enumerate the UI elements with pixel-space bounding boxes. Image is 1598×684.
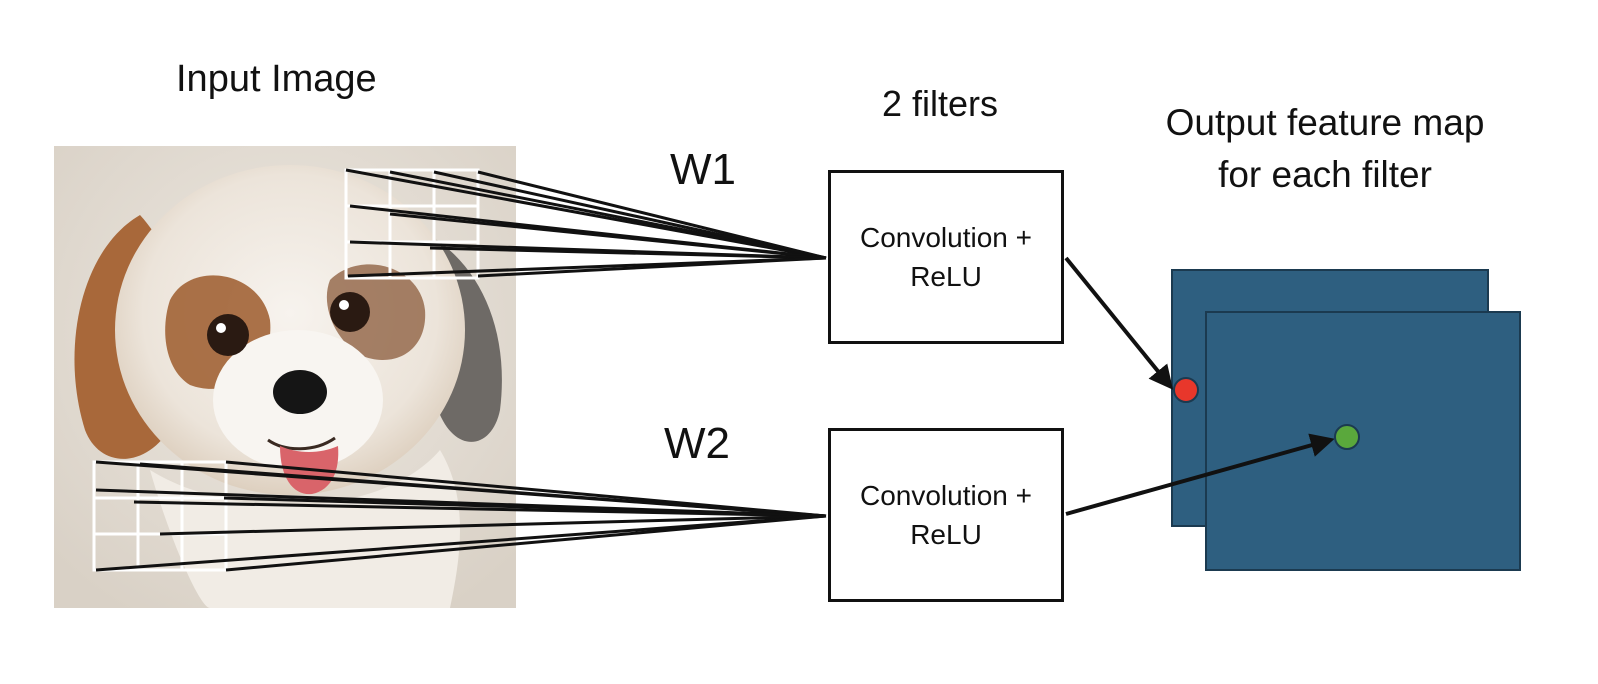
input-image-label: Input Image bbox=[176, 58, 377, 100]
filters-label: 2 filters bbox=[882, 83, 999, 124]
dog-eye-right-highlight bbox=[339, 300, 349, 310]
conv-box-2-line1: Convolution + bbox=[859, 479, 1032, 511]
conv-relu-box-1: Convolution + ReLU bbox=[828, 170, 1064, 344]
output-label-line1: Output feature map bbox=[1165, 102, 1485, 143]
dog-eye-patch-right bbox=[326, 264, 426, 360]
receptive-field-lines-2 bbox=[95, 460, 827, 572]
arrow-conv2-to-map2 bbox=[1065, 433, 1335, 516]
weight-label-w2: W2 bbox=[664, 419, 730, 468]
input-image bbox=[54, 146, 516, 608]
output-label-line2: for each filter bbox=[1218, 154, 1432, 195]
conv-box-1-line2: ReLU bbox=[910, 261, 982, 292]
arrow-conv1-to-map1 bbox=[1064, 256, 1174, 390]
dog-eye-left-highlight bbox=[216, 323, 226, 333]
receptive-field-lines-1 bbox=[345, 168, 827, 278]
conv-box-2-line2: ReLU bbox=[910, 519, 982, 550]
output-unit-green bbox=[1334, 424, 1360, 450]
conv-relu-box-2: Convolution + ReLU bbox=[828, 428, 1064, 602]
conv-box-1-line1: Convolution + bbox=[859, 221, 1032, 253]
filter-window-2 bbox=[92, 460, 228, 572]
weight-label-w1: W1 bbox=[670, 145, 736, 194]
dog-nose bbox=[273, 370, 327, 414]
output-unit-red bbox=[1173, 377, 1199, 403]
feature-map-front bbox=[1205, 311, 1521, 571]
dog-eye-right bbox=[330, 292, 370, 332]
dog-mouth bbox=[267, 436, 336, 451]
dog-eye-left bbox=[207, 314, 249, 356]
